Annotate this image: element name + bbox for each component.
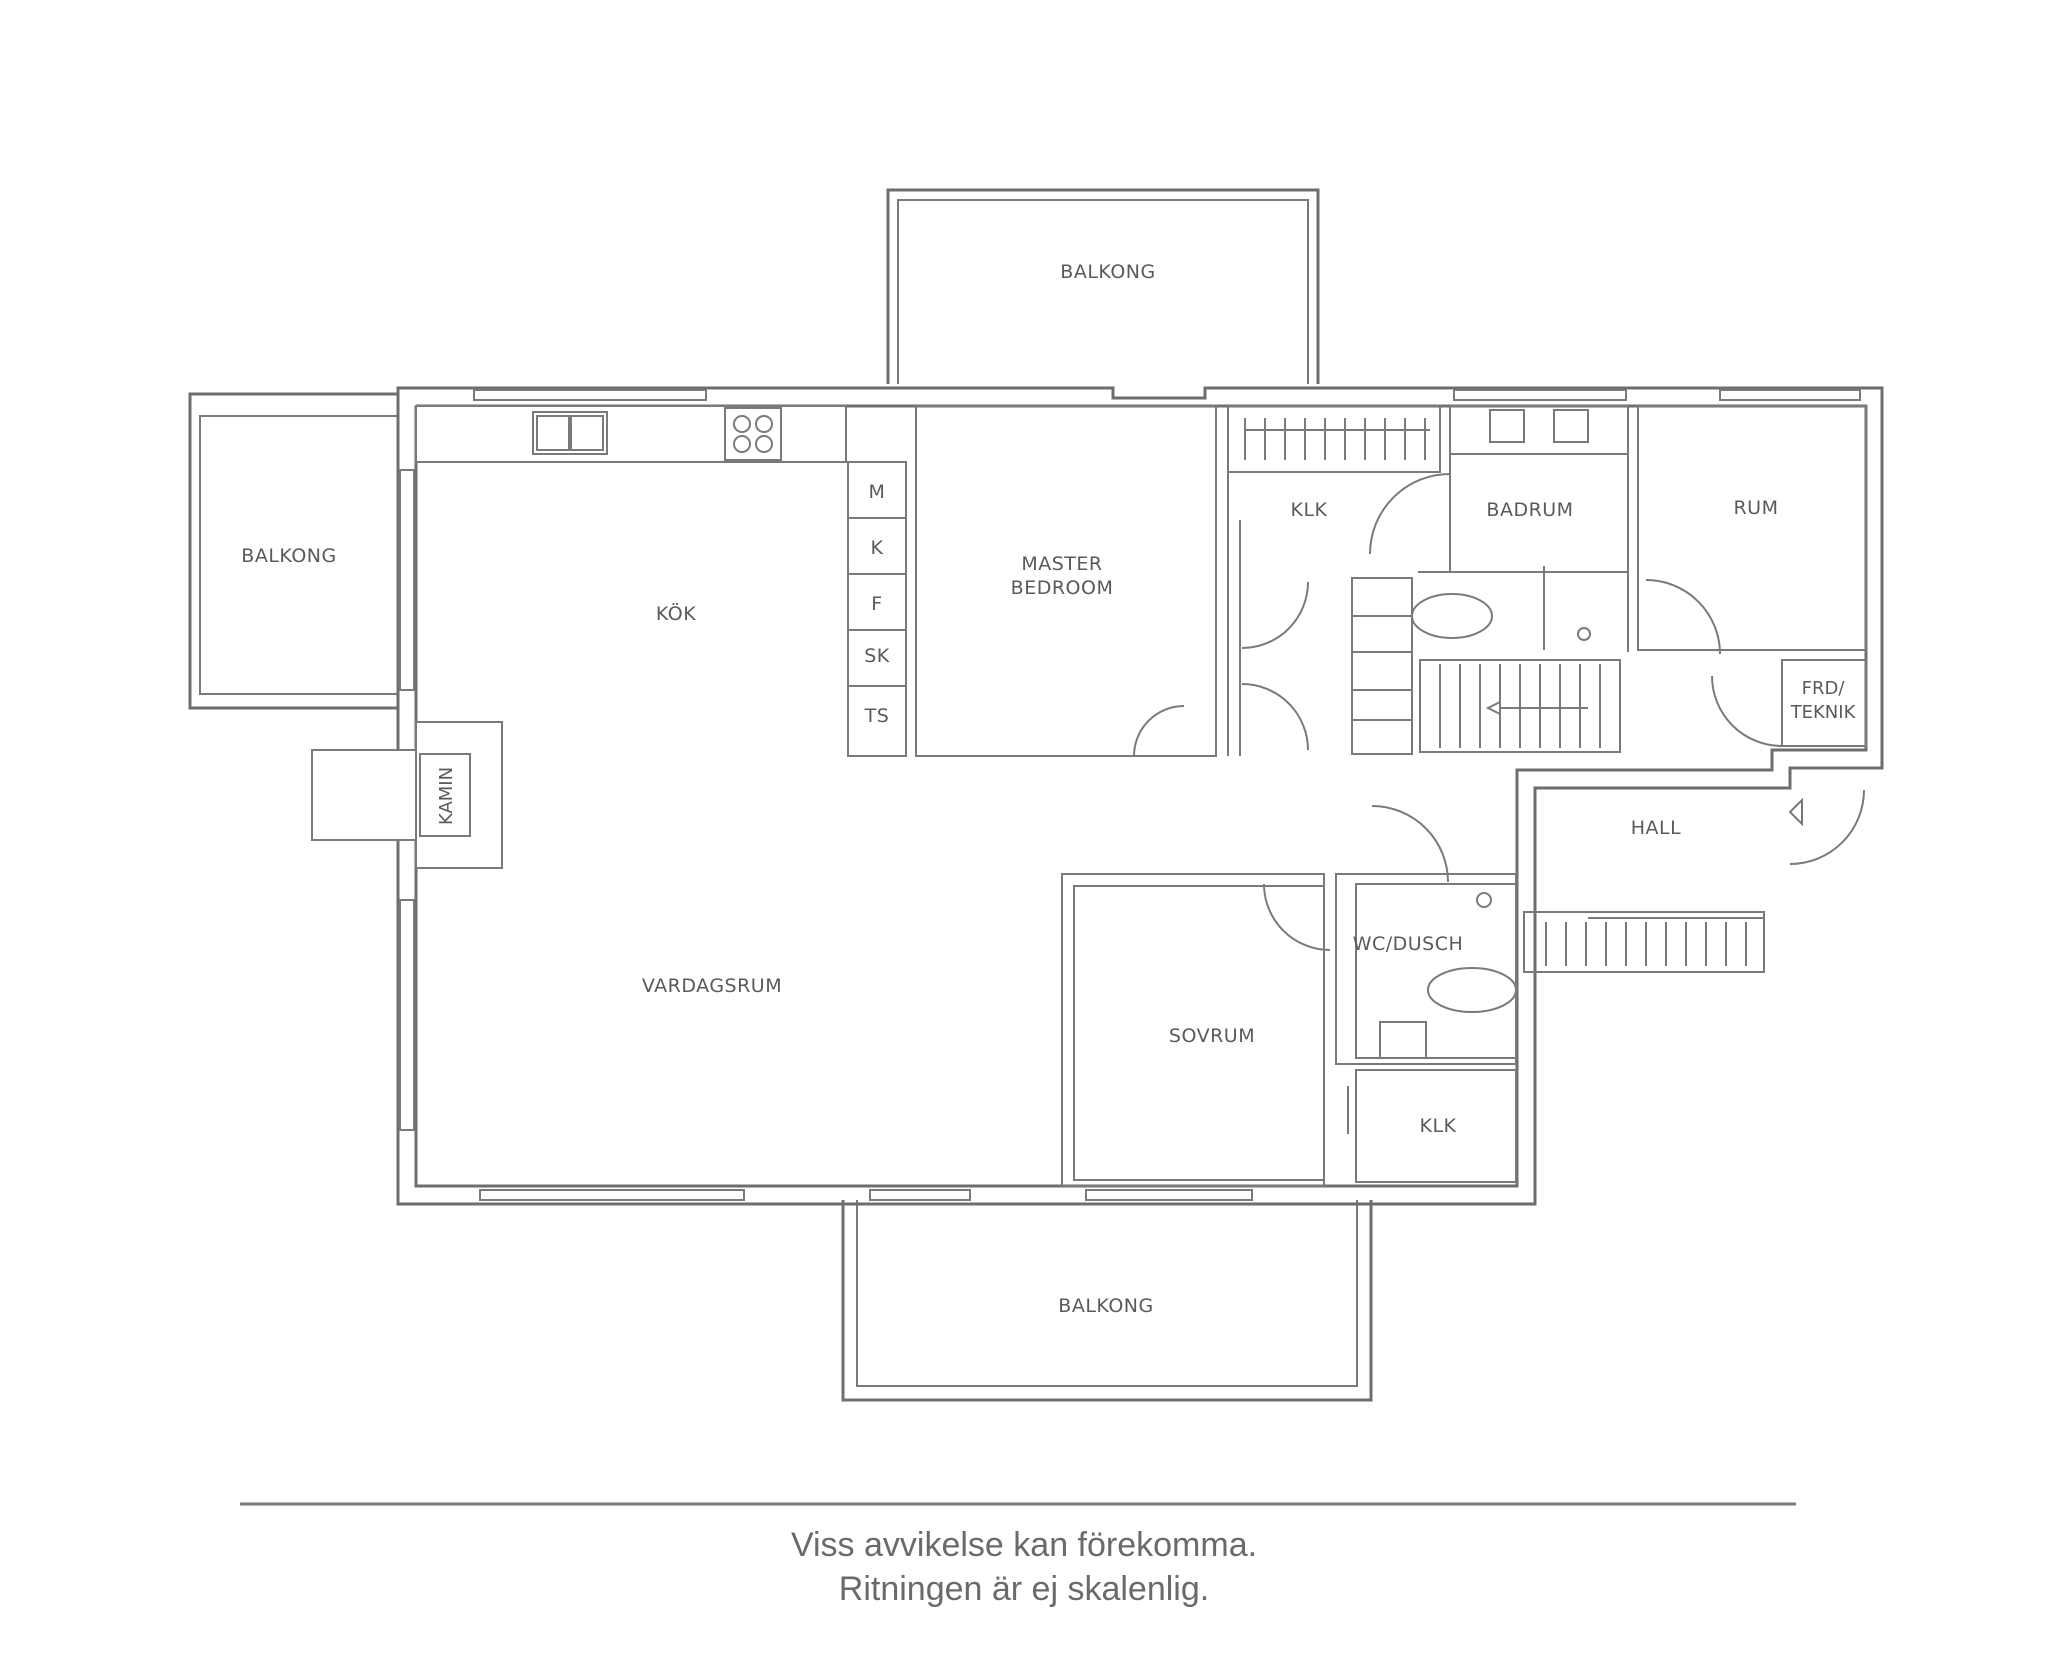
balcony-left (188, 392, 398, 710)
label-frd: FRD/ (1802, 678, 1846, 699)
label-wc-dusch: WC/DUSCH (1353, 933, 1464, 955)
label-master-2: BEDROOM (1011, 577, 1114, 599)
kitchen-counter (415, 405, 847, 463)
label-kamin: KAMIN (436, 767, 457, 825)
frd-teknik-walls (1711, 659, 1867, 747)
exterior-walls (396, 386, 1884, 1206)
windows (399, 389, 1861, 1201)
appliance-column (847, 461, 907, 757)
fireplace (311, 721, 503, 869)
label-balkong-bottom: BALKONG (1058, 1295, 1153, 1317)
label-rum: RUM (1733, 497, 1778, 519)
label-appliance-ts: TS (864, 705, 890, 727)
label-kok: KÖK (656, 602, 696, 625)
label-appliance-m: M (869, 481, 886, 503)
label-appliance-k: K (871, 537, 884, 559)
disclaimer-line-1: Viss avvikelse kan förekomma. (790, 1526, 1258, 1564)
sovrum-walls (1061, 873, 1331, 1187)
label-vardagsrum: VARDAGSRUM (642, 975, 782, 997)
label-badrum: BADRUM (1486, 499, 1573, 521)
label-appliance-f: F (871, 593, 882, 615)
label-klk-bottom: KLK (1419, 1115, 1456, 1137)
hall-closet (1523, 911, 1765, 973)
label-balkong-left: BALKONG (241, 545, 336, 567)
bathroom-walls (1369, 405, 1629, 652)
klk-bottom-walls (1347, 1069, 1517, 1183)
wc-dusch-walls (1335, 805, 1517, 1065)
balcony-top (886, 188, 1320, 384)
stairs (1351, 577, 1621, 755)
entrance-door (1788, 789, 1865, 865)
label-sovrum: SOVRUM (1169, 1025, 1255, 1047)
label-balkong-top: BALKONG (1060, 261, 1155, 283)
label-appliance-sk: SK (864, 645, 890, 667)
balcony-bottom (841, 1200, 1373, 1402)
disclaimer-line-2: Ritningen är ej skalenlig. (838, 1570, 1210, 1608)
label-master-1: MASTER (1021, 553, 1102, 575)
label-klk-top: KLK (1290, 499, 1327, 521)
rum-walls (1637, 405, 1867, 655)
label-teknik: TEKNIK (1790, 702, 1857, 723)
label-hall: HALL (1631, 817, 1681, 839)
master-bedroom-walls (915, 405, 1217, 757)
klk-top-walls (1227, 405, 1441, 756)
